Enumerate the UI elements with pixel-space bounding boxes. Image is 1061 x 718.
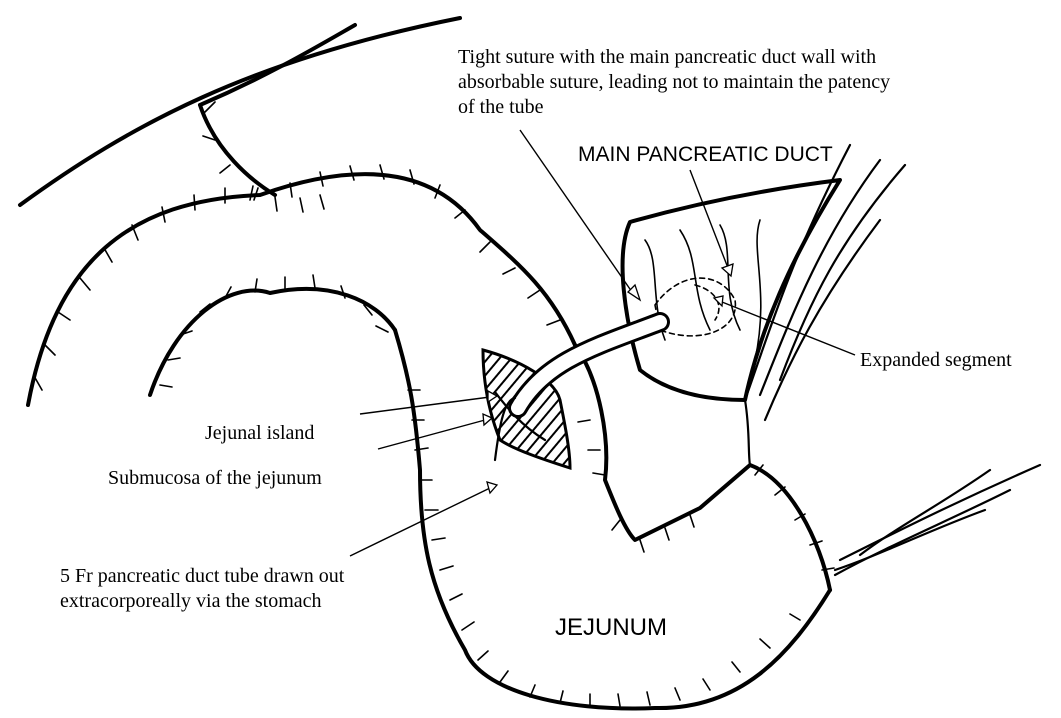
tube-label-line-1: 5 Fr pancreatic duct tube drawn out bbox=[60, 565, 345, 587]
submucosa-label: Submucosa of the jejunum bbox=[108, 467, 322, 489]
tight-suture-line-1: Tight suture with the main pancreatic du… bbox=[458, 46, 876, 68]
tight-suture-line-2: absorbable suture, leading not to mainta… bbox=[458, 71, 890, 93]
jejunum-label: JEJUNUM bbox=[555, 614, 667, 641]
tube-label-line-2: extracorporeally via the stomach bbox=[60, 590, 322, 612]
tight-suture-annotation: Tight suture with the main pancreatic du… bbox=[458, 46, 890, 118]
pancreas-remnant bbox=[623, 180, 840, 400]
expanded-segment-label: Expanded segment bbox=[860, 349, 1012, 371]
jejunum-outer-wall bbox=[28, 174, 830, 708]
main-pancreatic-duct-label: MAIN PANCREATIC DUCT bbox=[578, 143, 833, 166]
tight-suture-line-3: of the tube bbox=[458, 96, 544, 118]
jejunum-inner-wall bbox=[150, 289, 395, 395]
jejunal-island-label: Jejunal island bbox=[205, 422, 314, 444]
